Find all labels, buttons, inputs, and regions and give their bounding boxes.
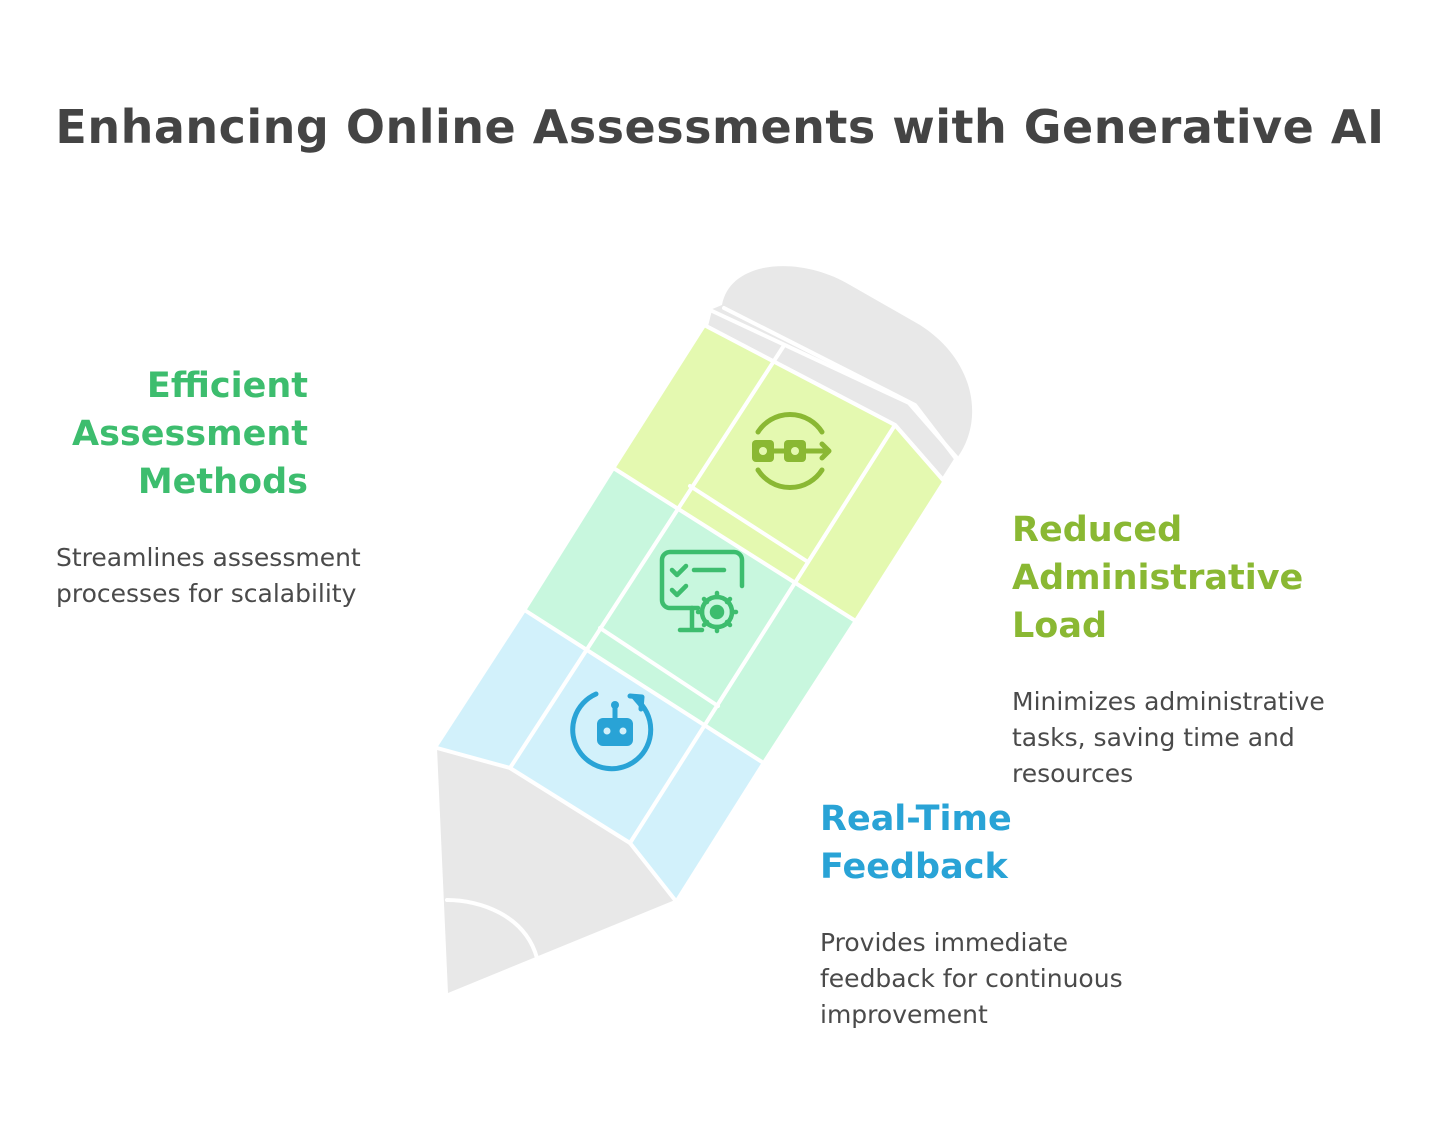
pencil-segment-sky <box>437 611 762 900</box>
robot-refresh-icon <box>570 691 654 772</box>
section-description: Streamlines assessment processes for sca… <box>56 543 361 608</box>
page-title: Enhancing Online Assessments with Genera… <box>55 100 1385 154</box>
workflow-arrow-icon <box>752 412 832 490</box>
pencil-eraser <box>710 266 973 458</box>
section-description: Provides immediate feedback for continuo… <box>820 928 1123 1029</box>
section-reduced-administrative-load: Reduced Administrative Load Minimizes ad… <box>1012 506 1412 792</box>
pencil-tip <box>437 748 675 993</box>
section-description: Minimizes administrative tasks, saving t… <box>1012 687 1325 788</box>
section-heading: Efficient Assessment Methods <box>71 366 308 502</box>
section-real-time-feedback: Real-Time Feedback Provides immediate fe… <box>820 795 1220 1033</box>
section-heading: Reduced Administrative Load <box>1012 510 1304 646</box>
section-efficient-assessment: Efficient Assessment Methods Streamlines… <box>40 362 406 612</box>
section-heading: Real-Time Feedback <box>820 799 1012 887</box>
pencil-segment-lime <box>615 326 943 620</box>
monitor-checklist-gear-icon <box>659 549 745 634</box>
